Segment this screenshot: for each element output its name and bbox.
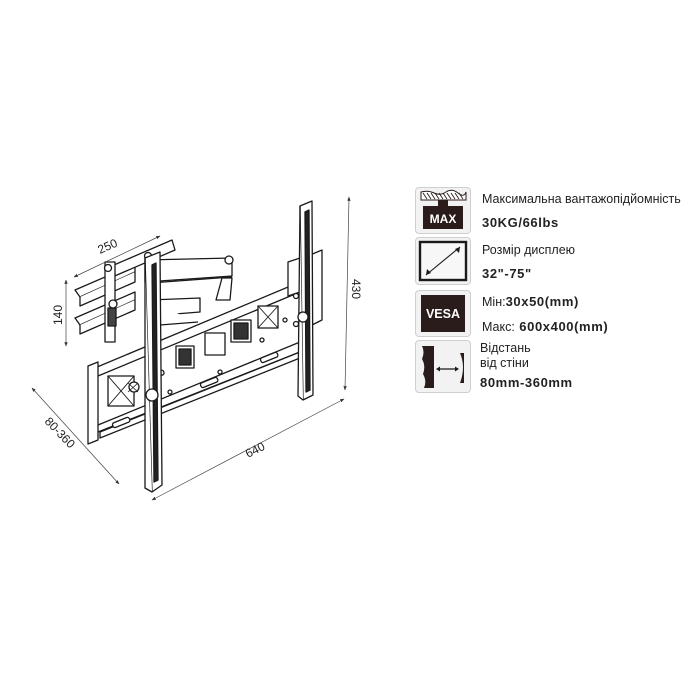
dimension-lines [31, 196, 351, 501]
wall-distance-value: 80mm-360mm [480, 375, 573, 390]
screen-size-icon [415, 237, 471, 285]
spec-panel: MAX Максимальна вантажопідйомність 30KG/… [415, 0, 695, 695]
wall-distance-info: Відстань від стіни 80mm-360mm [480, 341, 573, 390]
arm [144, 255, 234, 326]
max-load-label: Максимальна вантажопідйомність [482, 192, 681, 206]
dim-430-line [343, 196, 351, 391]
vertical-arm-right [292, 200, 314, 401]
vesa-min-value: 30x50(mm) [505, 294, 579, 309]
max-icon-text: MAX [430, 212, 457, 226]
screen-size-label: Розмір дисплею [482, 243, 576, 257]
wall-distance-icon [415, 340, 471, 393]
dim-80-360-line [31, 387, 120, 485]
vesa-icon: VESA [415, 290, 471, 337]
dim-250-label: 250 [96, 236, 120, 257]
vesa-max-value: 600x400(mm) [519, 319, 609, 334]
vesa-min-label: Мін: [482, 295, 506, 309]
vesa-max-row: Макс: 600x400(mm) [482, 318, 608, 336]
mount-drawing [74, 200, 323, 493]
wall-distance-label-line2: від стіни [480, 356, 529, 370]
vesa-min-row: Мін:30x50(mm) [482, 293, 608, 311]
dim-640-line [151, 398, 345, 501]
wall-distance-label-line1: Відстань [480, 341, 531, 355]
max-load-info: Максимальна вантажопідйомність 30KG/66lb… [482, 192, 681, 230]
max-load-value: 30KG/66lbs [482, 215, 559, 230]
vesa-icon-text: VESA [426, 307, 460, 321]
dim-140-label: 140 [51, 305, 65, 325]
screen-size-info: Розмір дисплею 32"-75" [482, 243, 575, 281]
vesa-max-label: Макс: [482, 320, 515, 334]
dim-430-label: 430 [349, 279, 363, 299]
max-load-icon: MAX [415, 187, 471, 234]
dim-250-line [73, 235, 161, 278]
vesa-info: Мін:30x50(mm) Макс: 600x400(mm) [482, 293, 608, 336]
dim-640-label: 640 [243, 439, 267, 461]
screen-size-value: 32"-75" [482, 266, 532, 281]
